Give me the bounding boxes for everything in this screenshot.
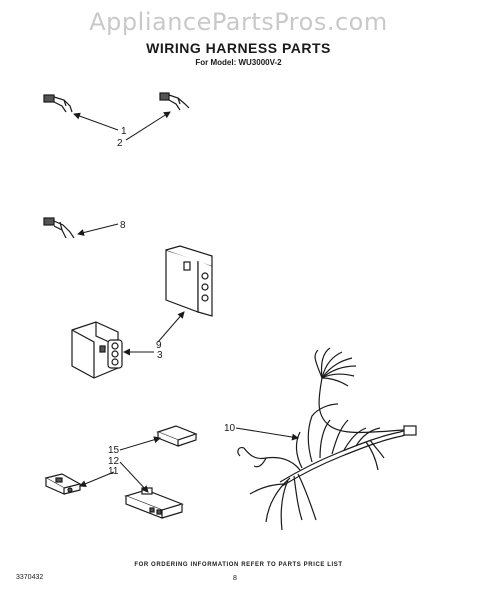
callout-1: 1 bbox=[121, 126, 127, 137]
connector-housing-part-3 bbox=[71, 321, 123, 379]
wiring-harness-part-10 bbox=[237, 347, 417, 531]
watermark: AppliancePartsPros.com bbox=[89, 8, 388, 36]
callout-3: 3 bbox=[157, 350, 163, 361]
connector-housing-part-9 bbox=[165, 245, 213, 317]
terminal-part-8 bbox=[43, 217, 75, 239]
callout-12: 12 bbox=[108, 456, 120, 467]
callout-9: 9 bbox=[156, 340, 162, 351]
terminal-part-1 bbox=[43, 94, 73, 113]
connector-board-part-12 bbox=[124, 487, 184, 519]
terminal-part-2 bbox=[159, 92, 190, 111]
callout-10: 10 bbox=[224, 423, 236, 434]
callout-11: 11 bbox=[108, 466, 119, 477]
page-number: 8 bbox=[233, 575, 237, 582]
leader-lines bbox=[73, 111, 299, 493]
callout-15: 15 bbox=[108, 445, 120, 456]
page-title: WIRING HARNESS PARTS bbox=[146, 40, 331, 56]
callout-2: 2 bbox=[117, 138, 123, 149]
model-subtitle: For Model: WU3000V-2 bbox=[195, 58, 282, 67]
document-code: 3370432 bbox=[16, 574, 44, 581]
ordering-info-note: FOR ORDERING INFORMATION REFER TO PARTS … bbox=[134, 562, 343, 568]
connector-block-part-15 bbox=[156, 425, 198, 447]
callout-8: 8 bbox=[120, 220, 126, 231]
connector-part-11 bbox=[44, 473, 82, 495]
